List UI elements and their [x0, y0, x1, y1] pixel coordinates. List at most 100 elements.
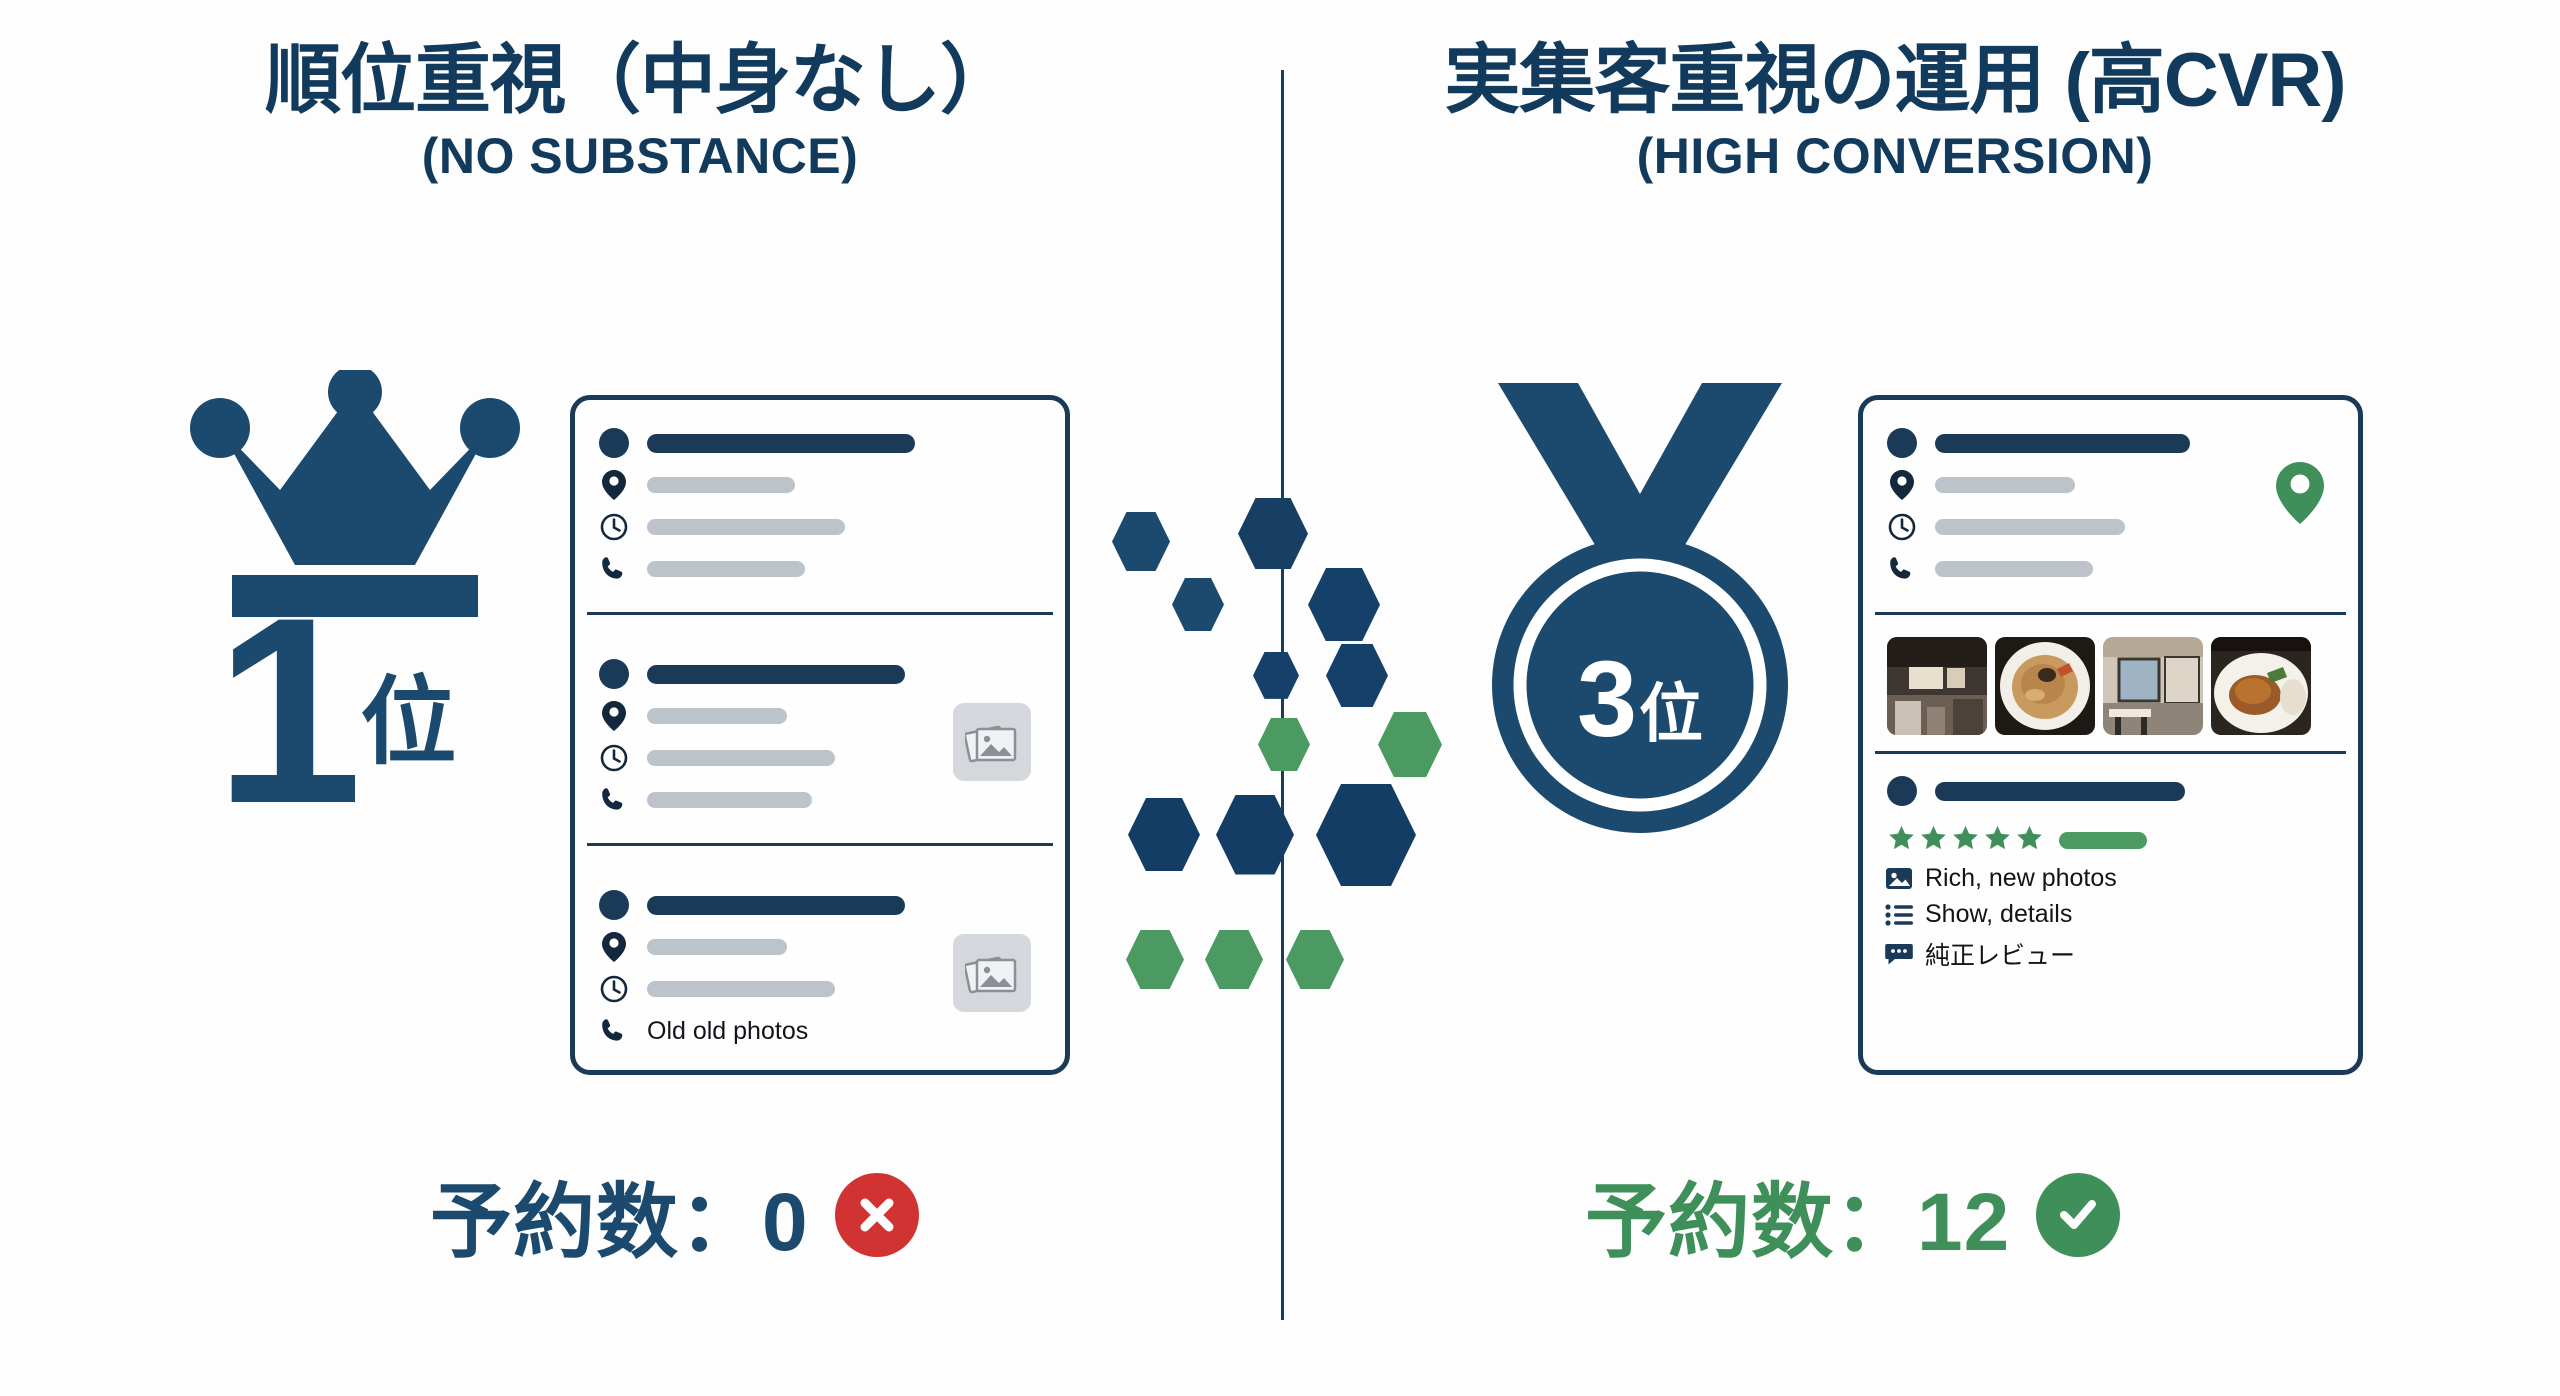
address-placeholder-bar: [647, 708, 787, 724]
pasta-dish-photo[interactable]: [1995, 637, 2095, 735]
left-result: 予約数：0: [430, 1155, 919, 1274]
map-pin-icon: [599, 470, 629, 500]
list-icon: [1885, 903, 1915, 927]
star-icon: [1951, 824, 1980, 857]
address-row: [1887, 468, 2334, 502]
address-placeholder-bar: [1935, 477, 2075, 493]
phone-icon: [599, 787, 629, 813]
listing-title-row: [599, 426, 1041, 460]
review-summary[interactable]: [1863, 770, 2358, 818]
restaurant-storefront-photo[interactable]: [1887, 637, 1987, 735]
star-icon: [1887, 824, 1916, 857]
listing-separator: [1875, 751, 2346, 754]
hexagon-shape: [1258, 718, 1310, 772]
hexagon-shape: [1378, 712, 1442, 778]
left-heading-jp: 順位重視（中身なし）: [265, 38, 1016, 123]
phone-row: [1887, 552, 2334, 586]
image-icon: [1885, 866, 1915, 891]
hexagon-shape: [1316, 784, 1416, 886]
avatar: [1887, 428, 1917, 458]
hexagon-shape: [1205, 930, 1263, 990]
listing-title-row: [1887, 426, 2334, 460]
hexagon-shape: [1238, 498, 1308, 570]
right-listing-card: Rich, new photos Show, details 純正レビュー: [1858, 395, 2363, 1075]
avatar: [1887, 776, 1917, 806]
clock-icon: [1887, 513, 1917, 541]
star-icon: [2015, 824, 2044, 857]
feature-row: Rich, new photos: [1863, 864, 2358, 893]
hexagon-shape: [1126, 930, 1184, 990]
avatar: [599, 659, 629, 689]
left-result-label: 予約数：0: [430, 1177, 809, 1268]
chat-icon: [1885, 942, 1915, 966]
listing-separator: [1875, 612, 2346, 615]
hours-row: [1887, 510, 2334, 544]
listing-item[interactable]: [1863, 400, 2358, 596]
rating-count-bar: [2059, 832, 2147, 849]
listing-item[interactable]: Old old photos: [575, 862, 1065, 1058]
phone-placeholder-bar: [647, 561, 805, 577]
listing-separator: [587, 612, 1053, 615]
clock-icon: [599, 744, 629, 772]
title-placeholder-bar: [647, 664, 905, 684]
hours-row: [599, 972, 1041, 1006]
right-rank-number: 3: [1576, 638, 1638, 759]
x-icon: [834, 1172, 919, 1257]
phone-row: Old old photos: [599, 1014, 1041, 1048]
feature-label: Rich, new photos: [1925, 864, 2117, 892]
hexagon-shape: [1128, 798, 1200, 872]
phone-placeholder-bar: [1935, 561, 2093, 577]
right-result: 予約数：12: [1585, 1155, 2121, 1274]
phone-row: [599, 552, 1041, 586]
hexagon-shape: [1216, 795, 1294, 875]
address-row: [599, 930, 1041, 964]
listing-separator: [587, 843, 1053, 846]
hours-row: [599, 510, 1041, 544]
hexagon-shape: [1308, 568, 1380, 642]
phone-icon: [599, 1018, 629, 1044]
left-rank-number: 1: [215, 563, 362, 859]
map-pin-icon: [1887, 470, 1917, 500]
hexagon-shape: [1172, 578, 1224, 632]
check-icon: [2036, 1172, 2121, 1257]
address-row: [599, 699, 1041, 733]
old-photos-label: Old old photos: [647, 1016, 809, 1045]
hexagon-shape: [1112, 512, 1170, 572]
left-column-heading: 順位重視（中身なし） (NO SUBSTANCE): [140, 38, 1140, 186]
right-rank-suffix: 位: [1639, 678, 1704, 750]
title-placeholder-bar: [1935, 433, 2190, 453]
photo-placeholder-icon: [953, 934, 1031, 1012]
map-pin-icon: [2276, 462, 2324, 529]
map-pin-icon: [599, 701, 629, 731]
listing-item[interactable]: [575, 631, 1065, 827]
avatar: [599, 428, 629, 458]
crown-icon: [190, 370, 520, 620]
listing-item[interactable]: [575, 400, 1065, 596]
left-listing-card: Old old photos: [570, 395, 1070, 1075]
feature-label: Show, details: [1925, 900, 2073, 928]
star-icon: [1919, 824, 1948, 857]
address-row: [599, 468, 1041, 502]
right-rank-badge: 3 位: [1480, 645, 1800, 753]
hexagon-shape: [1326, 644, 1388, 708]
star-icon: [1983, 824, 2012, 857]
hours-placeholder-bar: [647, 750, 835, 766]
photo-thumbnail-strip: [1863, 631, 2358, 735]
restaurant-interior-photo[interactable]: [2103, 637, 2203, 735]
fried-dish-photo[interactable]: [2211, 637, 2311, 735]
clock-icon: [599, 513, 629, 541]
address-placeholder-bar: [647, 939, 787, 955]
hours-placeholder-bar: [647, 981, 835, 997]
hours-placeholder-bar: [647, 519, 845, 535]
avatar: [599, 890, 629, 920]
clock-icon: [599, 975, 629, 1003]
phone-placeholder-bar: [647, 792, 812, 808]
medal-icon: [1480, 375, 1800, 845]
star-rating: [1863, 824, 2358, 857]
left-rank-badge: 1 位: [215, 563, 456, 859]
hours-placeholder-bar: [1935, 519, 2125, 535]
feature-label: 純正レビュー: [1925, 942, 2076, 970]
hexagon-cluster: [1090, 490, 1510, 1030]
phone-icon: [1887, 556, 1917, 582]
